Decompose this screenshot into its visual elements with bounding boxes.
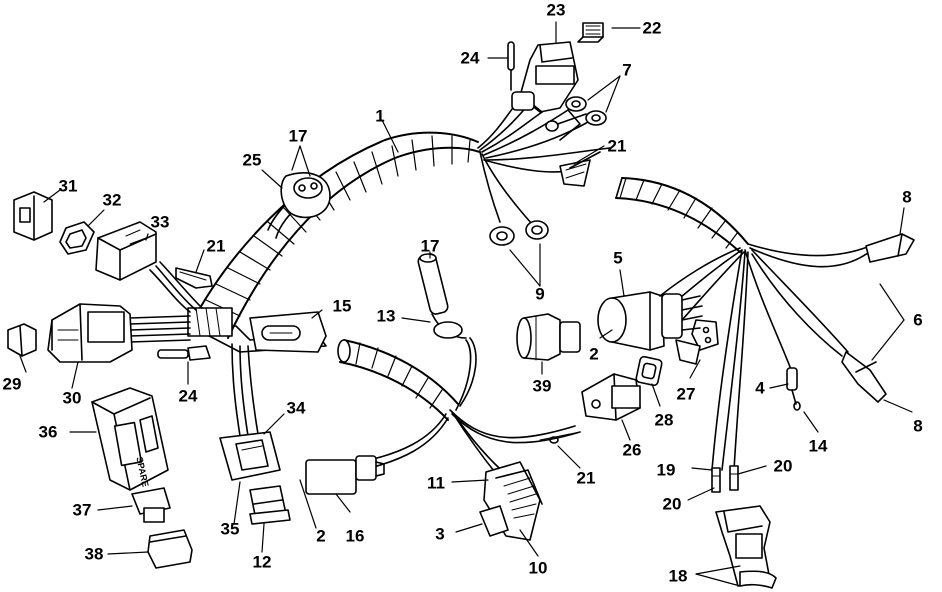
callout-2-lower: 2 bbox=[316, 526, 326, 546]
pin-21-left bbox=[175, 267, 213, 289]
callout-28: 28 bbox=[654, 410, 674, 430]
callout-16: 16 bbox=[345, 526, 365, 546]
callout-33: 33 bbox=[150, 212, 170, 232]
callout-20-left: 20 bbox=[662, 494, 682, 514]
leader-lines bbox=[19, 21, 913, 587]
part-12 bbox=[249, 485, 291, 525]
sleeve-21-upper bbox=[559, 151, 601, 187]
callout-11: 11 bbox=[427, 473, 445, 493]
cap-38 bbox=[147, 529, 193, 569]
callout-26: 26 bbox=[622, 440, 642, 460]
callout-8-upper: 8 bbox=[902, 187, 912, 207]
grommet-25 bbox=[280, 172, 331, 219]
callout-9: 9 bbox=[535, 284, 545, 304]
callout-36: 36 bbox=[38, 422, 58, 442]
callout-27: 27 bbox=[676, 384, 696, 404]
callout-17-grommet: 17 bbox=[288, 126, 308, 146]
callout-25: 25 bbox=[242, 150, 262, 170]
ring-terminals-7 bbox=[545, 96, 607, 141]
callout-39: 39 bbox=[532, 376, 552, 396]
callout-31: 31 bbox=[58, 176, 78, 196]
callout-21-lower: 21 bbox=[576, 468, 596, 488]
right-harness bbox=[615, 177, 873, 471]
plug-13-17 bbox=[417, 253, 467, 339]
callout-17-plug: 17 bbox=[420, 236, 440, 256]
callout-22: 22 bbox=[642, 18, 662, 38]
connector-5 bbox=[597, 291, 703, 351]
callout-38: 38 bbox=[84, 544, 104, 564]
pin-24-left bbox=[157, 345, 211, 361]
clip-31 bbox=[13, 191, 53, 241]
callout-29: 29 bbox=[2, 374, 22, 394]
fuse-holder-36 bbox=[91, 387, 169, 491]
callout-35: 35 bbox=[220, 519, 240, 539]
seal-28 bbox=[635, 355, 663, 387]
terminal-22 bbox=[577, 22, 604, 43]
connector-39 bbox=[516, 313, 581, 361]
callout-4: 4 bbox=[755, 378, 765, 398]
fuse-37 bbox=[131, 487, 171, 523]
callout-5: 5 bbox=[613, 248, 623, 268]
callout-18: 18 bbox=[668, 566, 688, 586]
callout-21-upper: 21 bbox=[607, 136, 627, 156]
connector-4-14 bbox=[786, 367, 801, 411]
connector-16 bbox=[305, 455, 385, 495]
connector-26 bbox=[581, 373, 641, 421]
callout-34: 34 bbox=[286, 398, 306, 418]
connector-33 bbox=[95, 221, 157, 281]
bullet-connector-8-lower bbox=[841, 351, 887, 403]
callout-1: 1 bbox=[375, 106, 385, 126]
callout-30: 30 bbox=[62, 388, 82, 408]
callout-2-ignition: 2 bbox=[589, 344, 599, 364]
callout-7: 7 bbox=[622, 60, 632, 80]
callout-15: 15 bbox=[332, 296, 352, 316]
callout-24-left: 24 bbox=[178, 386, 198, 406]
connector-30 bbox=[47, 303, 133, 363]
ring-terminals-9 bbox=[489, 220, 549, 246]
callout-6: 6 bbox=[913, 310, 923, 330]
callout-37: 37 bbox=[72, 500, 92, 520]
callout-3: 3 bbox=[435, 524, 445, 544]
callout-13: 13 bbox=[376, 306, 396, 326]
callout-10: 10 bbox=[528, 558, 548, 578]
callout-32: 32 bbox=[102, 190, 122, 210]
callout-8-lower: 8 bbox=[913, 416, 923, 436]
callout-12: 12 bbox=[252, 552, 272, 572]
callout-23: 23 bbox=[546, 0, 566, 20]
terminals-19-20 bbox=[711, 465, 739, 493]
seal-32 bbox=[59, 221, 95, 255]
callout-19: 19 bbox=[656, 460, 676, 480]
connector-3-10-11 bbox=[479, 461, 543, 541]
clip-29 bbox=[7, 323, 37, 357]
left-branch bbox=[129, 199, 327, 437]
callout-24-top: 24 bbox=[460, 48, 480, 68]
callout-21-left: 21 bbox=[206, 236, 226, 256]
pin-24-top bbox=[507, 41, 515, 91]
callout-20-right: 20 bbox=[773, 456, 793, 476]
connector-18 bbox=[715, 505, 777, 589]
connector-34 bbox=[219, 431, 281, 481]
connector-23 bbox=[511, 41, 579, 113]
callout-14: 14 bbox=[808, 436, 828, 456]
bullet-connector-8-upper bbox=[865, 233, 915, 263]
